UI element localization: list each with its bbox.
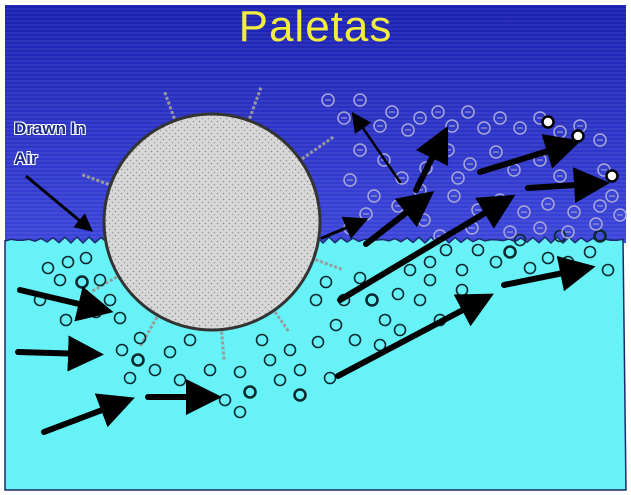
flow-arrow bbox=[18, 352, 86, 354]
air-bubble-bold bbox=[607, 171, 618, 182]
drawn-in-air-line-2: Air bbox=[14, 144, 86, 174]
air-bubble-bold bbox=[543, 117, 554, 128]
diagram-title: Paletas bbox=[0, 2, 631, 52]
paddle-wheel bbox=[104, 114, 320, 330]
flow-arrow bbox=[528, 184, 592, 188]
drawn-in-air-label: Drawn In Air bbox=[14, 114, 86, 174]
drawn-in-air-line-1: Drawn In bbox=[14, 114, 86, 144]
air-bubble-bold bbox=[573, 131, 584, 142]
